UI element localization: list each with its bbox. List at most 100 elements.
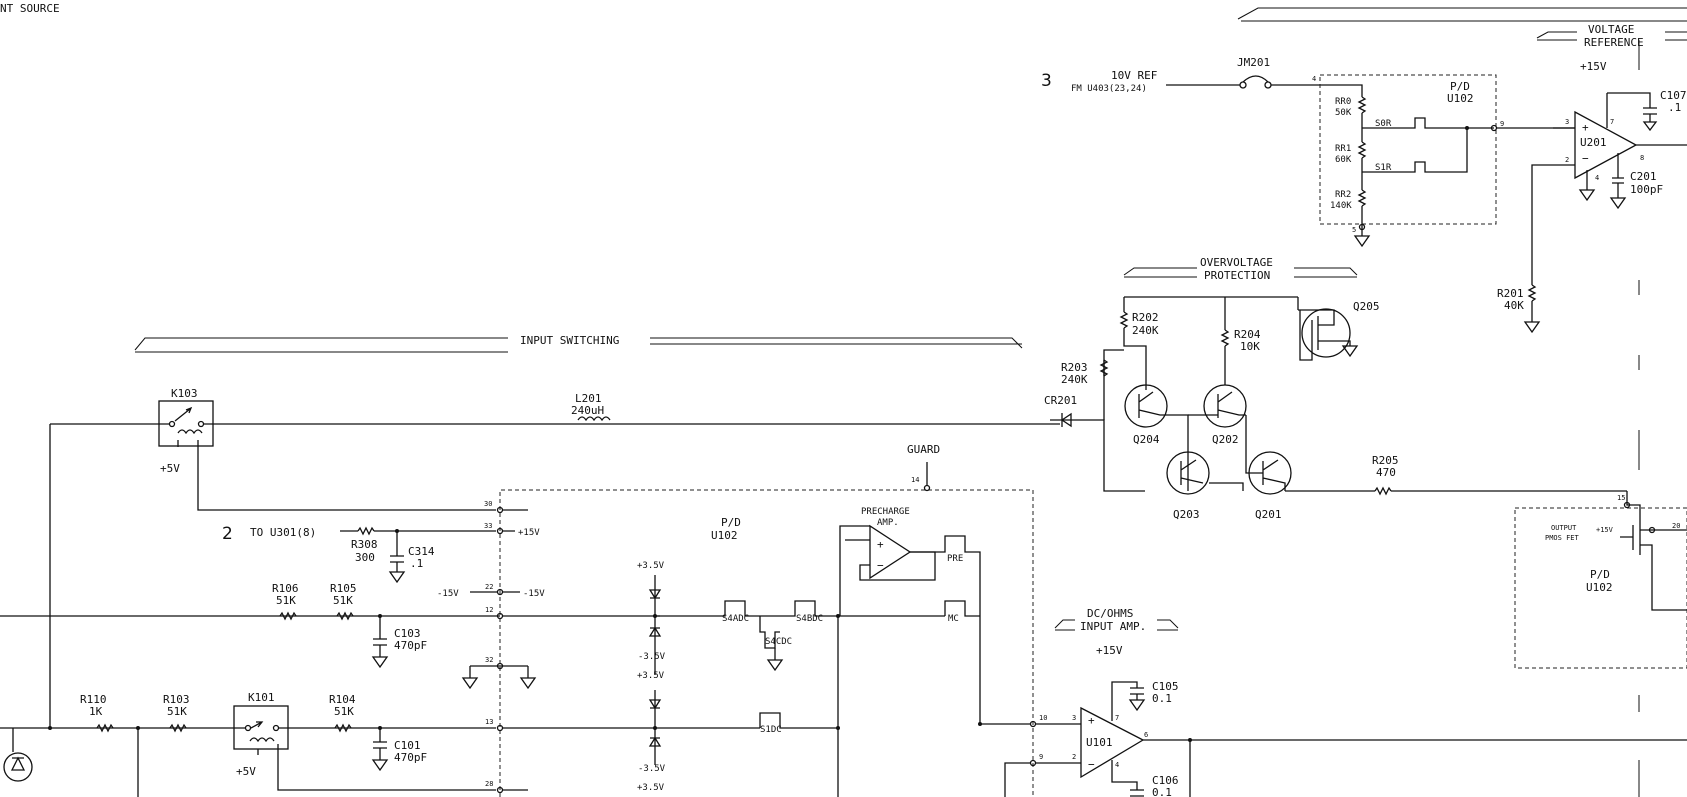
precharge-amp-label: AMP. — [877, 518, 899, 528]
r103-value: 51K — [167, 705, 187, 718]
output-fet-label: OUTPUT — [1551, 524, 1577, 532]
q201-label: Q201 — [1255, 508, 1282, 521]
pin-13: 13 — [485, 718, 493, 726]
r204-label: R204 — [1234, 328, 1261, 341]
s0r-s1r-switches — [1362, 117, 1575, 173]
q201-transistor — [1209, 415, 1627, 496]
s4adc-label: S4ADC — [722, 614, 749, 624]
r110-resistor — [96, 723, 114, 733]
u101-pin-3: 3 — [1072, 714, 1076, 722]
pin-12: 12 — [485, 606, 493, 614]
r103-label: R103 — [163, 693, 190, 706]
rr2-value: 140K — [1330, 201, 1352, 211]
k101-coil — [138, 721, 496, 791]
u101-opamp — [980, 681, 1687, 797]
r205-value: 470 — [1376, 466, 1396, 479]
pd-u102-ref-box — [1319, 74, 1497, 225]
cr201-label: CR201 — [1044, 394, 1077, 407]
r308-value: 300 — [355, 551, 375, 564]
title-voltage: VOLTAGE — [1588, 23, 1634, 36]
jm201-jumper — [1166, 75, 1322, 89]
s4bdc-label: S4BDC — [796, 614, 823, 624]
l201-label: L201 — [575, 392, 602, 405]
q204-label: Q204 — [1133, 433, 1160, 446]
r106-value: 51K — [276, 594, 296, 607]
pin-4: 4 — [1312, 75, 1316, 83]
r308-label: R308 — [351, 538, 378, 551]
r104-label: R104 — [329, 693, 356, 706]
guard-label: GUARD — [907, 443, 940, 456]
r103-resistor — [169, 723, 187, 733]
s1r-label: S1R — [1375, 163, 1392, 173]
ref-in-label: 10V REF — [1111, 69, 1157, 82]
c201-label: C201 — [1630, 170, 1657, 183]
r201-label: R201 — [1497, 287, 1524, 300]
r110-value: 1K — [89, 705, 103, 718]
u102-label-main: U102 — [711, 529, 738, 542]
u201-pin-4: 4 — [1595, 174, 1599, 182]
to-u301-label: TO U301(8) — [250, 526, 316, 539]
fet-supply: +15V — [1596, 526, 1614, 534]
u101-pin-7: 7 — [1115, 714, 1119, 722]
diode-n35-1: -3.5V — [638, 652, 666, 662]
c201-value: 100pF — [1630, 183, 1663, 196]
c101-capacitor — [371, 726, 389, 772]
s0r-label: S0R — [1375, 119, 1392, 129]
diode-p35-2: +3.5V — [637, 671, 665, 681]
u101-pin-10: 10 — [1039, 714, 1047, 722]
pin-28: 28 — [485, 780, 493, 788]
pin-9-ref: 9 — [1500, 120, 1504, 128]
r105-value: 51K — [333, 594, 353, 607]
u201-pin-3: 3 — [1565, 118, 1569, 126]
r104-resistor — [334, 723, 352, 733]
pd-label-ref: P/D — [1450, 80, 1470, 93]
fet-pin-15: 15 — [1617, 494, 1625, 502]
title-overvoltage: OVERVOLTAGE — [1200, 256, 1273, 269]
u201-pin-7: 7 — [1610, 118, 1614, 126]
k103-label: K103 — [171, 387, 198, 400]
diode-p35-3: +3.5V — [637, 783, 665, 793]
u101-pin-4: 4 — [1115, 761, 1119, 769]
q203-transistor — [1166, 451, 1210, 495]
u101-label: U101 — [1086, 736, 1113, 749]
u101-plus: + — [1088, 714, 1095, 727]
r104-value: 51K — [334, 705, 354, 718]
pin-22: 22 — [485, 583, 493, 591]
node-3: 3 — [1041, 71, 1052, 91]
node-2: 2 — [222, 524, 233, 544]
section-rules — [134, 7, 1687, 631]
r308-c314 — [340, 526, 496, 584]
c103-capacitor — [371, 614, 389, 669]
r105-resistor — [336, 611, 354, 621]
r204-value: 10K — [1240, 340, 1260, 353]
r105-label: R105 — [330, 582, 357, 595]
precharge-minus: − — [877, 559, 884, 572]
l201-value: 240uH — [571, 404, 604, 417]
pd-label-main: P/D — [721, 516, 741, 529]
rr0-label: RR0 — [1335, 97, 1351, 107]
precharge-amp — [838, 524, 982, 726]
title-protection: PROTECTION — [1204, 269, 1270, 282]
r203-value: 240K — [1061, 373, 1088, 386]
title-dcohms: DC/OHMS — [1087, 607, 1133, 620]
diode-p35-1: +3.5V — [637, 561, 665, 571]
rr1-label: RR1 — [1335, 144, 1351, 154]
u101-pin-9: 9 — [1039, 753, 1043, 761]
output-pmos-fet — [1620, 491, 1687, 611]
rr0-value: 50K — [1335, 108, 1352, 118]
rr2-label: RR2 — [1335, 190, 1351, 200]
c103-value: 470pF — [394, 639, 427, 652]
r203-label: R203 — [1061, 361, 1088, 374]
r201-value: 40K — [1504, 299, 1524, 312]
r110-label: R110 — [80, 693, 107, 706]
overvoltage-network — [1050, 296, 1359, 492]
r106-resistor — [279, 611, 297, 621]
u201-pin-2: 2 — [1565, 156, 1569, 164]
corner-label: NT SOURCE — [0, 2, 60, 15]
ref-in-source: FM U403(23,24) — [1071, 84, 1147, 94]
c107-label: C107 — [1660, 89, 1687, 102]
precharge-label: PRECHARGE — [861, 507, 910, 517]
c105-label: C105 — [1152, 680, 1179, 693]
mc-label: MC — [948, 614, 959, 624]
